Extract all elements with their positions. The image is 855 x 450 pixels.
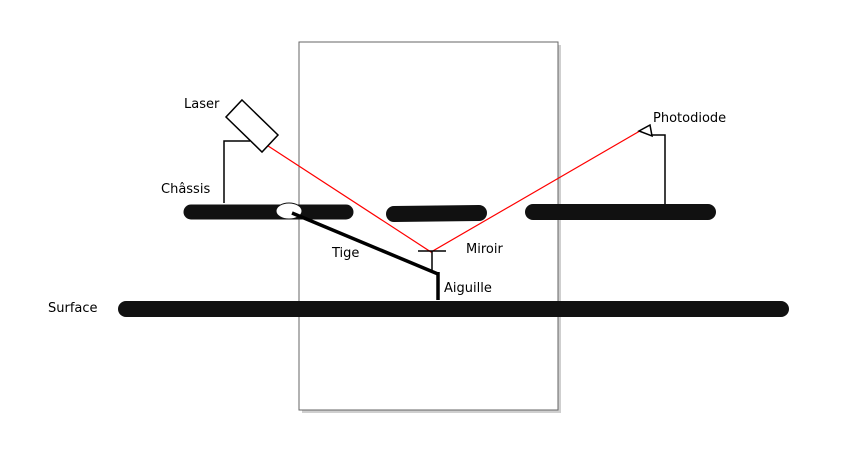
label-surface: Surface: [48, 301, 98, 316]
photodiode-stand: [651, 134, 666, 204]
laser-icon: [224, 98, 280, 154]
label-tige: Tige: [332, 246, 360, 261]
label-chassis: Châssis: [161, 182, 211, 197]
label-miroir: Miroir: [466, 242, 503, 257]
label-aiguille: Aiguille: [444, 281, 492, 296]
photodiode-icon: [637, 123, 653, 138]
label-laser: Laser: [184, 97, 220, 112]
chassis-bar-middle: [386, 205, 487, 222]
sample-frame: [298, 41, 559, 411]
laser-beam: [261, 127, 646, 253]
laser-stand: [223, 140, 250, 203]
tige-cantilever: [291, 211, 439, 276]
label-photodiode: Photodiode: [653, 111, 727, 126]
